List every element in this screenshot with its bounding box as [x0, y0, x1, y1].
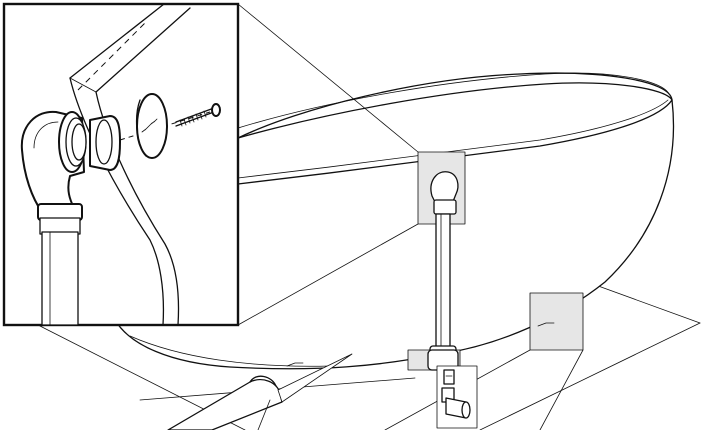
inset-wall-top-left	[69, 3, 165, 79]
inset-screw-shank-lower	[175, 111, 215, 127]
drain-pipe	[407, 213, 461, 371]
caulk-gun-cap	[249, 375, 277, 387]
bracket-detail-box	[529, 292, 584, 351]
tub-rim-front-inner	[237, 99, 669, 179]
inset-wall-top-edge	[69, 77, 97, 93]
inset-cover-plate-edge	[135, 99, 147, 157]
bracket-detail-mark	[537, 322, 555, 327]
inset-screw	[175, 103, 221, 127]
leader-top	[237, 3, 419, 153]
inset-cover-hatch	[141, 118, 158, 133]
inset-gasket-inner	[71, 123, 87, 161]
overflow-elbow-small	[430, 171, 459, 205]
caulk-gun-body	[167, 379, 283, 430]
tub-rim-outer	[237, 82, 673, 139]
inset-elbow-contour	[33, 121, 59, 149]
inset-screw-head	[211, 103, 221, 117]
drain-outlet-opening	[461, 401, 471, 419]
caulk-gun	[167, 353, 353, 430]
inset-screw-thread	[179, 110, 207, 127]
caulk-gun-seam	[257, 399, 271, 430]
inset-detail	[2, 2, 240, 327]
leader-right-2	[539, 349, 584, 430]
inset-screw-shank	[175, 107, 215, 123]
tub-bottom-curve	[129, 335, 331, 367]
lower-drain-detail	[436, 365, 478, 429]
leader-bottom	[237, 223, 419, 326]
tub-rim-inner	[237, 72, 670, 129]
overflow-highlight	[417, 151, 466, 225]
overflow-collar-small	[433, 199, 457, 215]
inset-pipe	[41, 231, 79, 326]
floor-bracket-left	[286, 362, 304, 367]
drain-nut	[443, 369, 455, 385]
inset-wall-dashed	[77, 19, 149, 91]
standpipe	[435, 213, 451, 353]
inset-flange-face	[95, 119, 113, 165]
tub-rim-front	[237, 99, 673, 185]
inset-tub-wall-outer	[69, 77, 165, 326]
floor-right-edge	[479, 322, 701, 430]
inset-wall-top-right	[95, 7, 191, 93]
caulk-nozzle	[277, 353, 353, 403]
